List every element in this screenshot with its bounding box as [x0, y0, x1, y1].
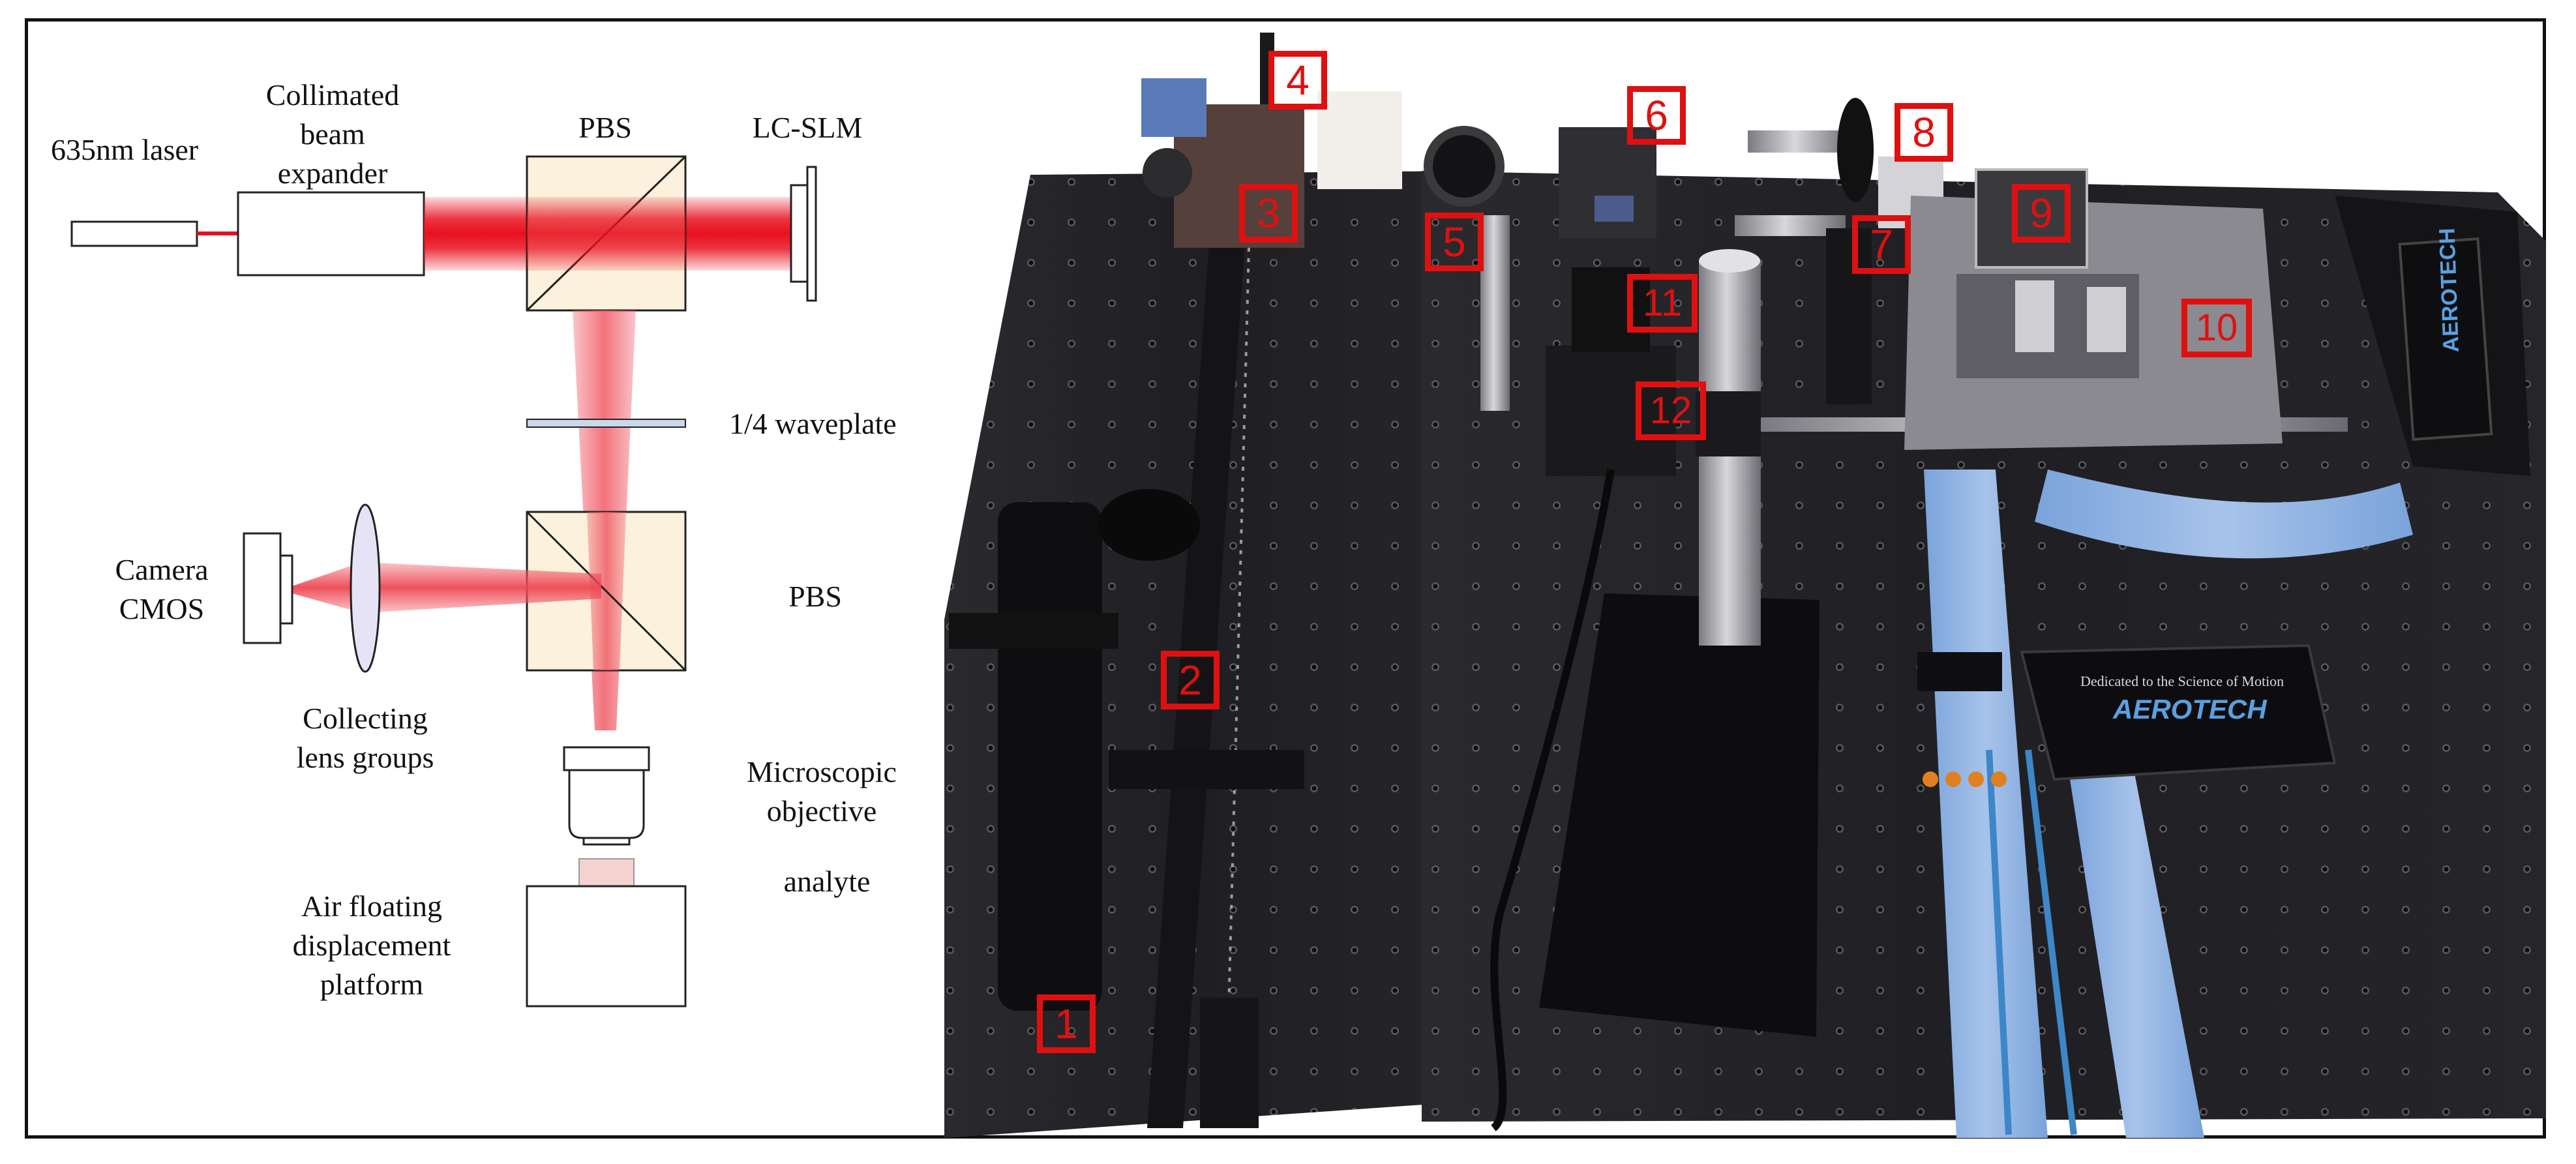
label-expander-line3: expander: [277, 157, 388, 190]
label-lens-line1: Collecting: [303, 702, 428, 735]
marker-3: 3: [1239, 184, 1298, 243]
marker-12: 12: [1636, 381, 1706, 440]
ribbon-cable-1: [1924, 470, 2048, 1138]
beam-expander: [237, 191, 425, 276]
pbs-bottom-diagonal: [526, 511, 687, 672]
quarter-waveplate: [526, 419, 686, 428]
label-lens-line2: lens groups: [296, 741, 434, 774]
marker-1: 1: [1037, 994, 1096, 1053]
marker-8: 8: [1895, 103, 1953, 162]
aerotech-label-bottom: AEROTECH: [2112, 694, 2268, 724]
label-waveplate: 1/4 waveplate: [729, 407, 897, 440]
label-platform-line2: displacement: [292, 929, 451, 962]
label-expander-line2: beam: [300, 117, 365, 151]
marker-9: 9: [2012, 184, 2071, 243]
objective-body: [568, 769, 645, 839]
marker-7: 7: [1852, 215, 1911, 274]
ribbon-cable-2: [2035, 470, 2413, 559]
aerotech-controller-top: [2398, 237, 2493, 441]
aerotech-slogan: Dedicated to the Science of Motion: [2080, 673, 2284, 689]
laser-source: [70, 220, 198, 247]
label-objective-line2: objective: [766, 794, 877, 828]
analyte-sample: [578, 858, 635, 887]
optical-rail: [1147, 215, 1247, 1128]
label-camera-line1: Camera: [115, 553, 209, 586]
air-floating-platform: [526, 885, 687, 1007]
marker-6: 6: [1627, 86, 1686, 145]
collecting-lens: [350, 503, 381, 673]
label-objective: Microscopic objective: [730, 753, 913, 831]
label-collecting-lens: Collecting lens groups: [274, 699, 457, 777]
label-camera: Camera CMOS: [97, 550, 227, 629]
label-pbs-bottom: PBS: [788, 580, 842, 613]
marker-11: 11: [1627, 274, 1698, 333]
aerotech-label-top: AEROTECH: [2434, 228, 2464, 353]
label-lc-slm: LC-SLM: [752, 111, 863, 144]
ribbon-cable-3: [2067, 763, 2204, 1138]
label-laser: 635nm laser: [51, 133, 199, 166]
aerotech-controller-bottom: [2020, 644, 2337, 781]
label-platform: Air floating displacement platform: [274, 887, 470, 1004]
label-expander-line1: Collimated: [265, 78, 400, 112]
label-camera-line2: CMOS: [119, 592, 205, 625]
marker-10: 10: [2181, 299, 2252, 357]
laser-tube: [998, 502, 1102, 1011]
label-pbs-top: PBS: [578, 111, 632, 144]
black-pad: [1539, 593, 1820, 1037]
camera-body: [1546, 346, 1676, 476]
label-analyte: analyte: [783, 865, 871, 898]
marker-5: 5: [1425, 213, 1484, 271]
label-expander: Collimated beam expander: [248, 76, 417, 193]
marker-2: 2: [1161, 651, 1220, 709]
lc-slm-mount: [806, 166, 817, 302]
label-objective-line1: Microscopic: [747, 755, 897, 788]
label-platform-line1: Air floating: [301, 889, 442, 923]
label-platform-line3: platform: [320, 968, 424, 1001]
marker-4: 4: [1268, 51, 1327, 110]
